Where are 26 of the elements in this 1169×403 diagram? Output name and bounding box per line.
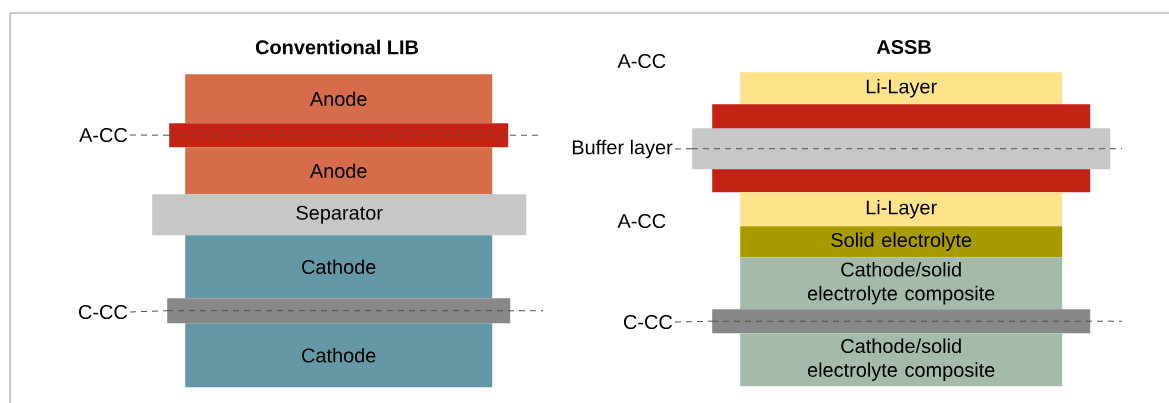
layer-label: C-CC [624,314,673,330]
heading: Conventional LIB [255,39,418,55]
layer-block: Anode [185,147,493,195]
layer-block: Cathode [185,323,493,388]
layer-bar [169,123,509,148]
layer-label: Buffer layer [572,139,673,159]
leader-line [129,134,170,136]
layer-label: C-CC [79,304,128,320]
layer-label: A-CC [79,127,128,143]
heading: ASSB [876,39,931,55]
layer-label: A-CC [617,53,666,69]
layer-bar [692,128,1111,170]
layer-bar [712,309,1091,334]
layer-block: Li-Layer [740,192,1063,227]
layer-bar [167,298,511,324]
leader-line [129,310,168,313]
layer-block: Cathode [185,235,493,299]
layer-block: Anode [185,74,493,124]
layer-block: Li-Layer [740,72,1063,105]
layer-block: Cathode/solid electrolyte composite [740,257,1063,310]
leader-line [674,320,713,323]
layer-block: Separator [152,194,527,236]
layer-label: A-CC [617,213,666,229]
layer-block: Solid electrolyte [740,226,1063,258]
leader-line [674,148,693,150]
layer-block: Cathode/solid electrolyte composite [740,333,1063,387]
